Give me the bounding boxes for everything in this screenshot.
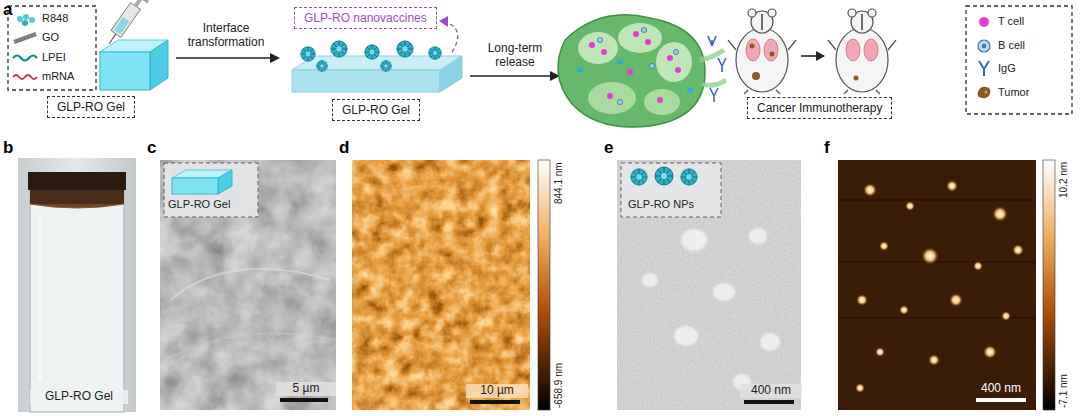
figure-label: Interface transformation: [178, 22, 274, 50]
panel-letter: f: [824, 138, 830, 158]
legend-text: IgG: [998, 62, 1016, 75]
dashed-label-box: GLP-RO Gel: [47, 96, 135, 118]
colorbar-value: -658.9 nm: [553, 363, 565, 408]
box-text: GLP-RO Gel: [57, 100, 125, 114]
figure-label: 400 nm: [972, 382, 1030, 396]
legend-swatch: [979, 17, 989, 27]
colorbar-value: 10.2 nm: [1058, 162, 1070, 198]
colorbar-value: 844.1 nm: [553, 162, 565, 204]
legend-text: mRNA: [42, 70, 74, 83]
figure-label: Long-term release: [478, 42, 552, 70]
dashed-label-box: Cancer Immunotherapy: [747, 97, 892, 119]
legend-text: R848: [42, 12, 68, 25]
panel-letter: a: [3, 0, 12, 20]
legend-text: Tumor: [998, 86, 1029, 99]
figure-label: 5 µm: [276, 382, 336, 396]
box-text: GLP-RO nanovaccines: [304, 11, 427, 25]
panel-letter: d: [339, 138, 349, 158]
legend-text: T cell: [998, 15, 1024, 28]
colorbar-value: -7.1 nm: [1058, 374, 1070, 408]
figure-label: GLP-RO NPs: [628, 198, 694, 211]
box-text: Cancer Immunotherapy: [757, 101, 882, 115]
figure-label: GLP-RO Gel: [30, 390, 128, 404]
box-text: GLP-RO Gel: [342, 103, 410, 117]
legend-text: GO: [42, 31, 59, 44]
legend-text: B cell: [998, 39, 1025, 52]
figure-label: GLP-RO Gel: [168, 198, 230, 211]
panel-letter: e: [604, 138, 613, 158]
figure-label: 10 µm: [466, 384, 528, 398]
dashed-label-box: GLP-RO nanovaccines: [294, 7, 437, 29]
dashed-label-box: GLP-RO Gel: [332, 99, 420, 121]
panel-letter: b: [3, 138, 13, 158]
legend-text: LPEI: [42, 51, 66, 64]
figure-label: 400 nm: [740, 384, 802, 398]
panel-letter: c: [147, 138, 156, 158]
